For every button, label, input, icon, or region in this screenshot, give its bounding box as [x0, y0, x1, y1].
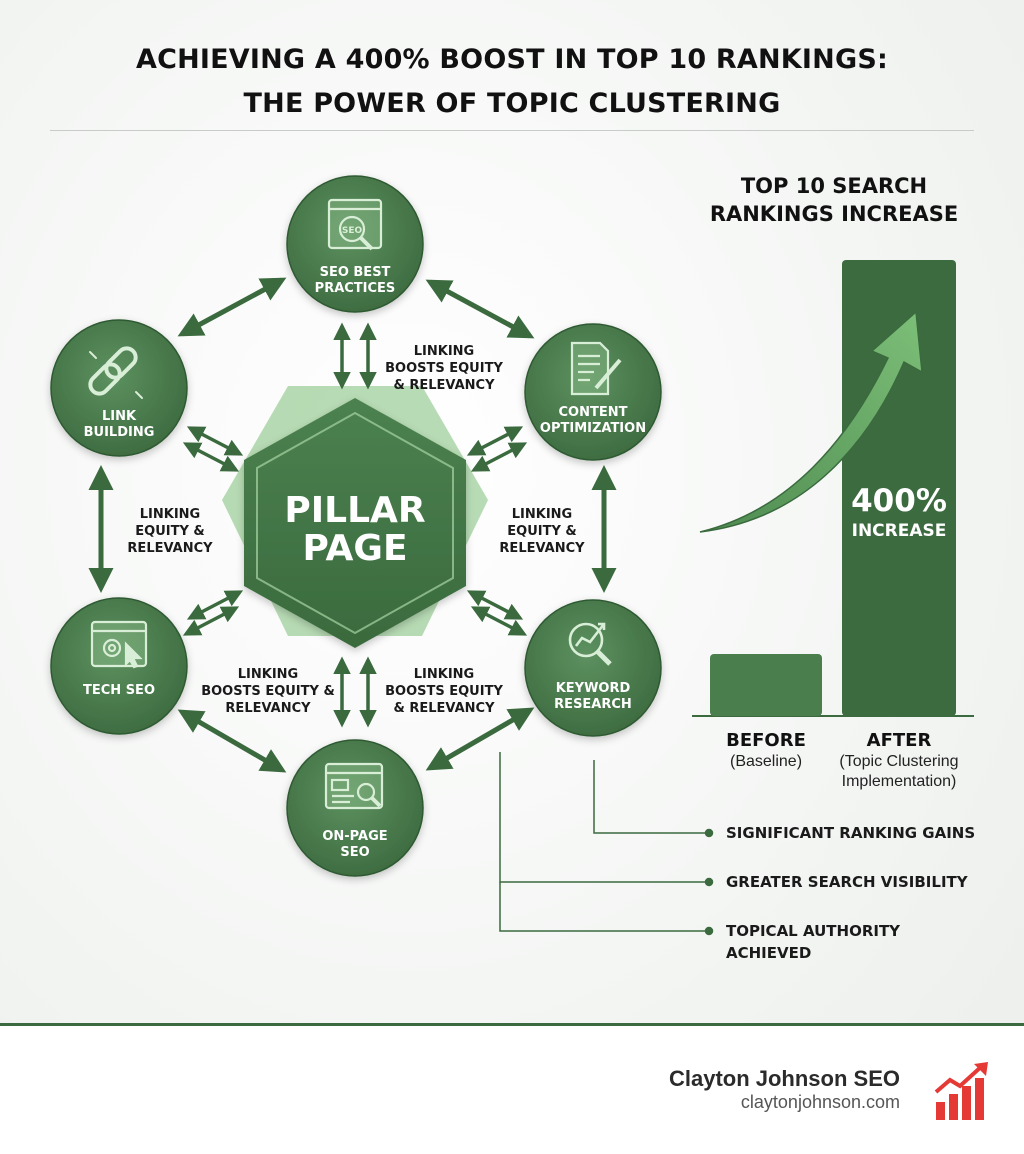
arrow-tech-to-onpage — [177, 709, 287, 773]
benefit-topical-authority: TOPICAL AUTHORITY ACHIEVED — [726, 922, 901, 962]
pillar-hexagon — [244, 398, 466, 648]
svg-text:SEO: SEO — [342, 226, 363, 236]
chain-link-icon — [88, 346, 143, 399]
link-label-bottom-left: LINKING BOOSTS EQUITY & RELEVANCY — [201, 667, 335, 716]
title-line-2: THE POWER OF TOPIC CLUSTERING — [243, 88, 781, 119]
node-on-page-seo: ON-PAGE SEO — [286, 739, 424, 877]
node-content-optimization-line-2: OPTIMIZATION — [540, 421, 646, 436]
title-line-1: ACHIEVING A 400% BOOST IN TOP 10 RANKING… — [136, 44, 888, 75]
benefit-connectors — [499, 752, 714, 936]
pillar-line-1: PILLAR — [284, 490, 425, 531]
link-label-bottom-right: LINKING BOOSTS EQUITY & RELEVANCY — [385, 667, 503, 716]
chart-title: TOP 10 SEARCH RANKINGS INCREASE — [709, 174, 959, 226]
bar-chart-trend-icon — [934, 1062, 988, 1120]
arrow-seo-to-content — [425, 279, 535, 339]
node-on-page-seo-line-2: SEO — [340, 845, 369, 860]
document-pen-icon — [570, 341, 622, 396]
increase-label: INCREASE — [851, 521, 947, 541]
pillar-line-2: PAGE — [302, 528, 407, 569]
rankings-chart — [692, 260, 974, 717]
node-content-optimization: CONTENT OPTIMIZATION — [524, 323, 662, 461]
node-link-building-line-1: LINK — [102, 409, 137, 424]
bar-after-value: 400% INCREASE — [842, 482, 956, 542]
link-label-right: LINKING EQUITY & RELEVANCY — [499, 507, 585, 556]
arrow-link-to-seo — [177, 277, 287, 337]
increase-percent: 400% — [851, 483, 947, 519]
footer — [0, 1026, 1024, 1154]
benefit-ranking-gains: SIGNIFICANT RANKING GAINS — [726, 824, 976, 842]
node-seo-best-practices-line-1: SEO BEST — [320, 265, 391, 280]
node-link-building-line-2: BUILDING — [84, 425, 155, 440]
link-label-top: LINKING BOOSTS EQUITY & RELEVANCY — [385, 344, 503, 393]
node-keyword-research: KEYWORD RESEARCH — [524, 599, 662, 737]
page-title: ACHIEVING A 400% BOOST IN TOP 10 RANKING… — [0, 38, 1024, 126]
title-divider — [50, 130, 974, 131]
node-keyword-research-line-1: KEYWORD — [556, 681, 631, 696]
magnifier-trend-icon — [568, 622, 612, 666]
category-after-note: (Topic Clustering Implementation) — [839, 753, 959, 790]
category-before-note: (Baseline) — [729, 753, 803, 770]
node-seo-best-practices: SEO SEO BEST PRACTICES — [286, 175, 424, 313]
bar-after — [842, 260, 956, 716]
seo-magnifier-icon: SEO — [327, 198, 383, 251]
link-label-left: LINKING EQUITY & RELEVANCY — [127, 507, 213, 556]
footer-divider — [0, 1023, 1024, 1026]
node-tech-seo-line-1: TECH SEO — [83, 683, 155, 698]
benefit-search-visibility: GREATER SEARCH VISIBILITY — [726, 873, 968, 891]
bar-before — [710, 653, 822, 716]
brand-url: claytonjohnson.com — [740, 1092, 900, 1112]
growth-arrow — [699, 310, 923, 533]
spoke-arrows — [182, 322, 528, 728]
browser-gear-icon — [90, 620, 148, 669]
node-tech-seo: TECH SEO — [50, 597, 188, 735]
pillar-hexagon-inner-border — [256, 411, 454, 635]
brand-name: Clayton Johnson SEO — [668, 1066, 900, 1091]
node-on-page-seo-line-1: ON-PAGE — [322, 829, 387, 844]
node-link-building: LINK BUILDING — [50, 319, 188, 457]
node-seo-best-practices-line-2: PRACTICES — [315, 281, 396, 296]
ring-arrows — [88, 277, 617, 773]
webpage-magnifier-icon — [324, 762, 384, 810]
category-before: BEFORE — [726, 730, 806, 751]
node-keyword-research-line-2: RESEARCH — [554, 697, 632, 712]
arrow-onpage-to-keyword — [425, 707, 535, 771]
node-content-optimization-line-1: CONTENT — [559, 405, 628, 420]
category-after: AFTER — [866, 730, 932, 751]
